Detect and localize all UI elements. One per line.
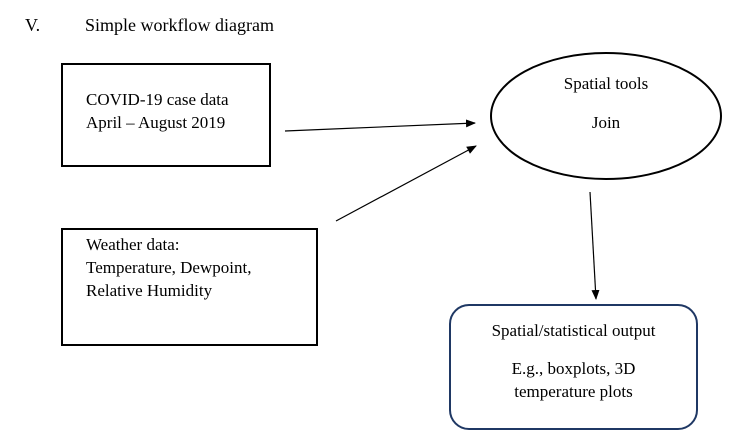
output-box: Spatial/statistical output E.g., boxplot…: [449, 304, 698, 430]
spatial-tools-label: Spatial tools: [563, 74, 649, 93]
weather-line-2: Temperature, Dewpoint,: [86, 257, 252, 277]
covid-line-2: April – August 2019: [86, 112, 226, 132]
weather-data-box: Weather data: Temperature, Dewpoint, Rel…: [61, 228, 318, 346]
covid-data-text: COVID-19 case data April – August 2019: [86, 89, 229, 135]
diagram-title: Simple workflow diagram: [85, 15, 274, 35]
covid-line-1: COVID-19 case data: [86, 90, 229, 109]
output-title: Spatial/statistical output: [491, 321, 656, 340]
output-line-3: temperature plots: [514, 381, 633, 401]
weather-line-1: Weather data:: [86, 235, 180, 254]
covid-data-box: COVID-19 case data April – August 2019: [61, 63, 271, 167]
arrow-spatial-to-output: [589, 191, 600, 300]
spatial-tools-ellipse: [490, 52, 722, 180]
weather-data-text: Weather data: Temperature, Dewpoint, Rel…: [86, 234, 251, 303]
section-number: V.: [25, 15, 41, 35]
output-line-2: E.g., boxplots, 3D: [511, 359, 636, 378]
output-description: E.g., boxplots, 3D temperature plots: [451, 358, 696, 404]
weather-line-3: Relative Humidity: [86, 280, 213, 300]
spatial-tools-join-label: Join: [591, 113, 621, 132]
arrow-covid-to-spatial: [284, 119, 476, 132]
arrow-weather-to-spatial: [335, 145, 477, 222]
